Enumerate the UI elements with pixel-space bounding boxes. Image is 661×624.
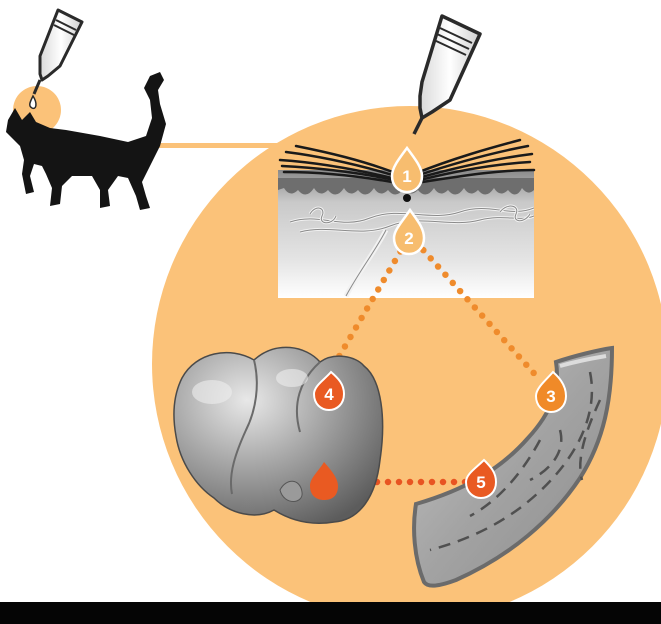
application-point: [403, 194, 411, 202]
bottom-bar: [0, 602, 661, 624]
step-number-2: 2: [404, 229, 413, 248]
step-number-5: 5: [476, 473, 485, 492]
step-number-1: 1: [402, 167, 411, 186]
step-number-4: 4: [324, 385, 334, 404]
step-number-3: 3: [546, 387, 555, 406]
zoom-connector-line: [138, 143, 300, 148]
